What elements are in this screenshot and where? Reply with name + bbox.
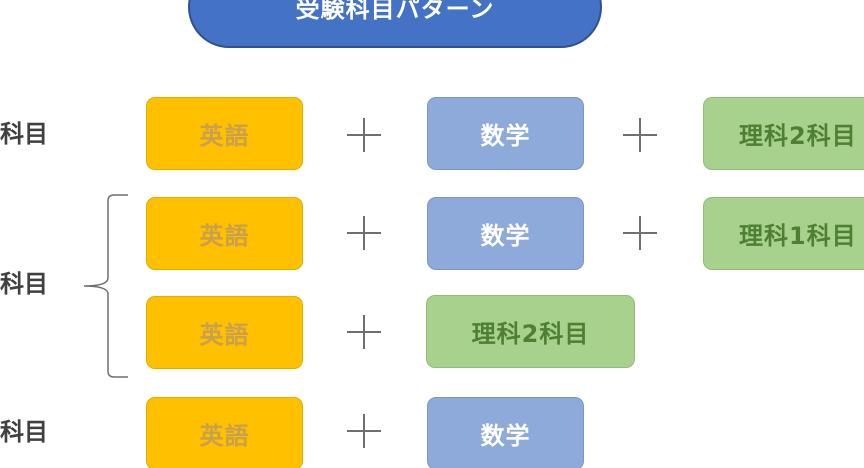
plus-icon xyxy=(623,216,657,250)
left-brace xyxy=(83,194,128,378)
row-label-3: 科目 xyxy=(0,418,48,446)
science-two-box-row-1: 理科2科目 xyxy=(703,97,864,170)
english-box-row-2: 英語 xyxy=(146,197,303,270)
row-label-2: 科目 xyxy=(0,270,48,298)
english-box-row-1: 英語 xyxy=(146,97,303,170)
plus-icon xyxy=(347,315,381,349)
math-box-row-2: 数学 xyxy=(427,197,584,270)
row-label-1: 科目 xyxy=(0,120,48,148)
math-box-row-4: 数学 xyxy=(427,397,584,468)
diagram-title: 受験科目パターン xyxy=(188,0,602,48)
science-one-box-row-2: 理科1科目 xyxy=(703,197,864,270)
math-box-row-1: 数学 xyxy=(427,97,584,170)
plus-icon xyxy=(347,414,381,448)
plus-icon xyxy=(623,118,657,152)
english-box-row-4: 英語 xyxy=(146,397,303,468)
plus-icon xyxy=(347,216,381,250)
plus-icon xyxy=(347,118,381,152)
science-two-box-row-3: 理科2科目 xyxy=(426,295,635,368)
english-box-row-3: 英語 xyxy=(146,296,303,369)
